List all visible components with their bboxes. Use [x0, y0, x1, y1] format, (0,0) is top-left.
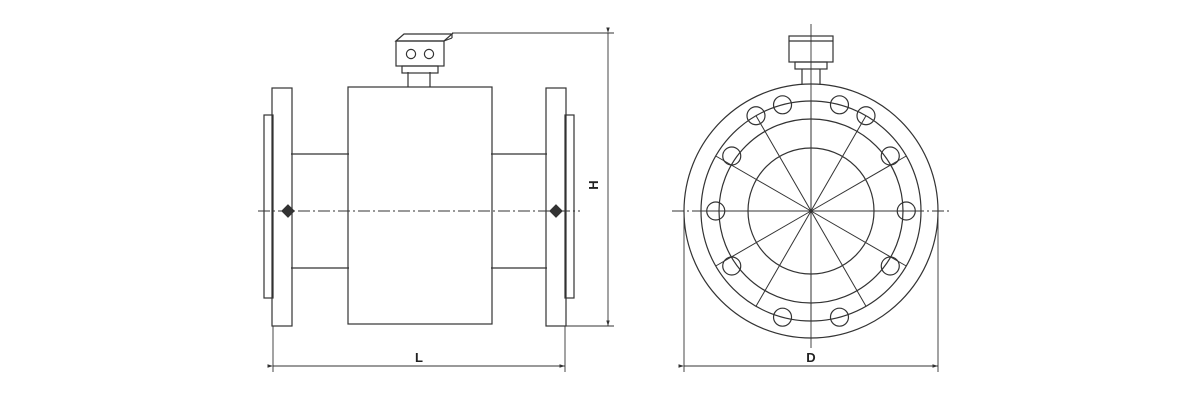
left-flange [263, 87, 293, 327]
right-flange-plate [545, 87, 567, 327]
bolt-hole [746, 106, 766, 126]
radial-spoke [810, 210, 867, 307]
left-flange-plate [271, 87, 293, 327]
terminal-box-port-2 [423, 48, 435, 60]
terminal-box-right-bevel [443, 37, 453, 42]
meter-body [347, 86, 493, 325]
terminal-box-body [395, 40, 445, 67]
bolt-hole [772, 95, 793, 115]
bolt-hole [880, 146, 900, 166]
radial-spoke [755, 210, 812, 307]
center-marker-left [281, 204, 295, 218]
right-flange-raised-face [564, 114, 575, 299]
side-view [258, 33, 580, 327]
terminal-box-port-1 [405, 48, 417, 60]
length-dimension [267, 326, 566, 372]
diameter-dimension-label: D [806, 350, 815, 365]
height-dimension-label: H [586, 180, 601, 189]
bolt-holes [706, 95, 916, 327]
bolt-hole [722, 256, 742, 276]
bolt-hole [706, 201, 726, 221]
terminal-box-top-face [394, 33, 454, 42]
bolt-hole [880, 256, 900, 276]
radial-spoke [810, 115, 867, 212]
bolt-hole [772, 307, 793, 327]
height-dimension [452, 27, 614, 327]
pipe-section [291, 153, 547, 269]
radial-spoke [755, 115, 812, 212]
left-flange-raised-face [263, 114, 274, 299]
length-dimension-label: L [415, 350, 423, 365]
bolt-hole [829, 307, 850, 327]
bolt-hole [722, 146, 742, 166]
bolt-hole [856, 106, 876, 126]
terminal-box-base-plate [401, 65, 439, 74]
bolt-hole [829, 95, 850, 115]
center-marker-right [549, 204, 563, 218]
right-flange [545, 87, 575, 327]
front-view [672, 24, 950, 348]
terminal-box [394, 33, 454, 74]
diameter-dimension [678, 211, 939, 372]
neck-stem [407, 72, 431, 87]
